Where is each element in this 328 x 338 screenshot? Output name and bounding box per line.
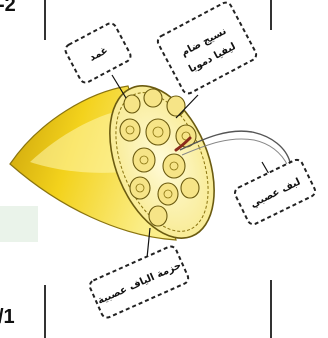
fascicle	[133, 148, 155, 172]
fascicle	[158, 183, 178, 205]
fascicle	[120, 119, 140, 141]
label-connective-tissue: نسيج ضام ليفيا دمويا	[156, 0, 258, 95]
fascicle	[163, 154, 185, 178]
label-nerve-fiber: لبف عصبي	[233, 158, 317, 226]
label-nerve-fascicle: حزمة الياف عصبية	[88, 245, 190, 320]
fascicle	[181, 178, 199, 198]
fascicle	[149, 206, 167, 226]
fascicle	[130, 177, 150, 199]
label-sheath: غمد	[63, 21, 132, 84]
fascicle	[144, 89, 162, 107]
fascicle	[167, 96, 185, 116]
fascicle	[146, 119, 170, 145]
